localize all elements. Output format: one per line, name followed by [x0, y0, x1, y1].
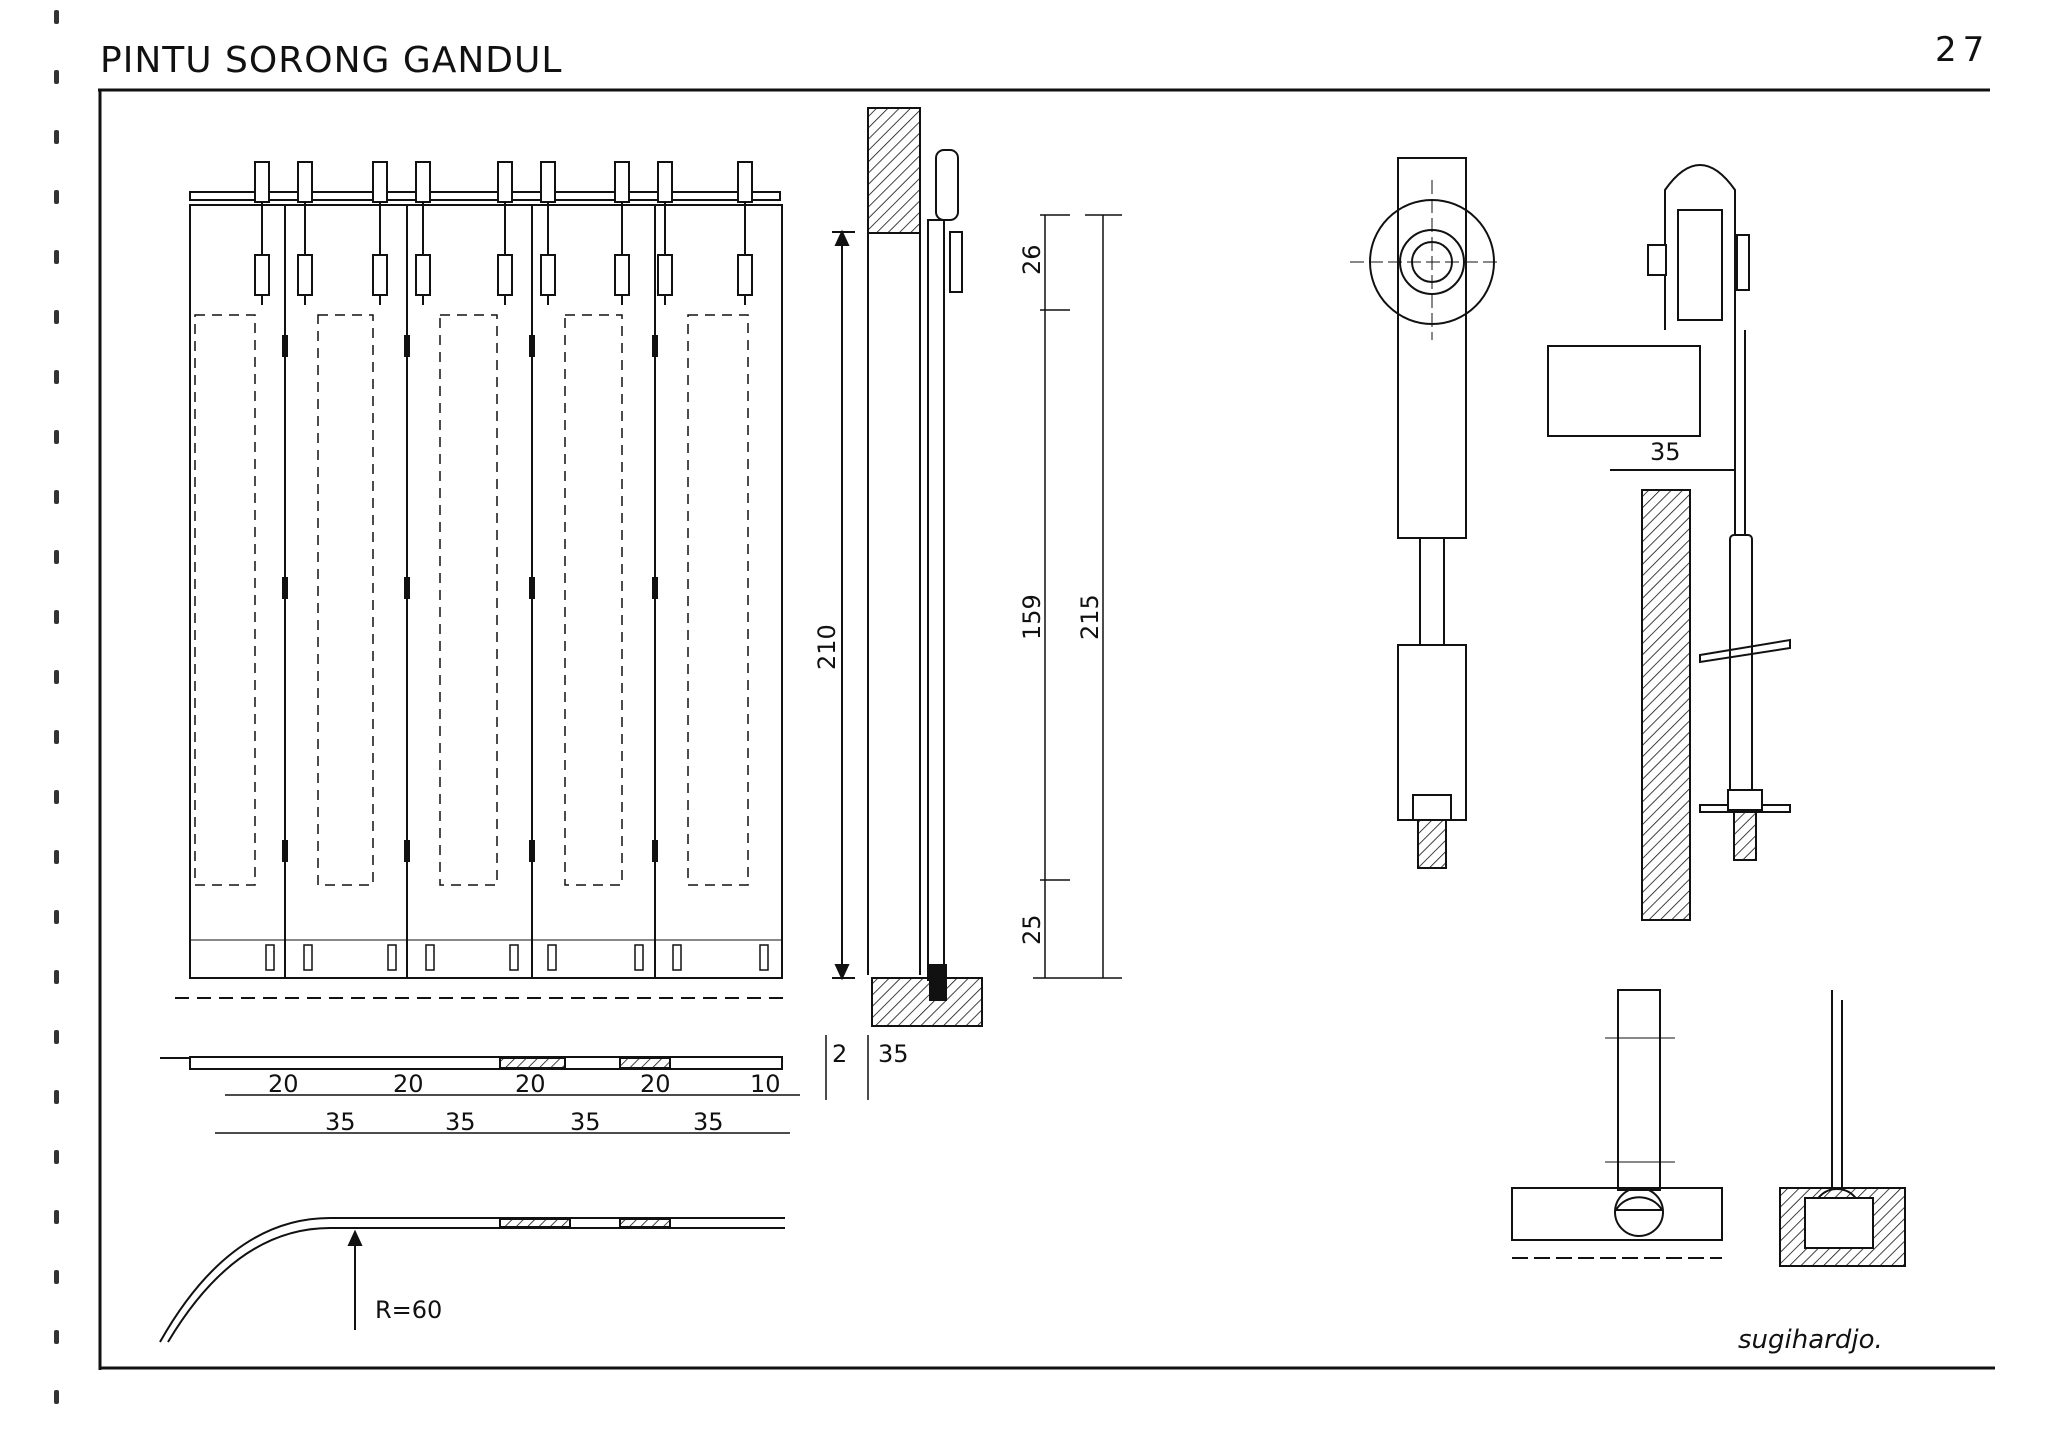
plan-view	[160, 1056, 783, 1070]
spacing-label: 35	[570, 1108, 601, 1136]
side-section	[832, 107, 983, 1027]
plan-width-labels: 20 20 20 20 10 35 35 35 35 2 35	[268, 1040, 909, 1136]
page-title: PINTU SORONG GANDUL	[100, 40, 563, 81]
hanger	[497, 161, 513, 305]
hanger	[415, 161, 431, 305]
hanger	[540, 161, 556, 305]
radius-label: R=60	[375, 1296, 442, 1324]
hanger	[737, 161, 753, 305]
height-dimension-labels: 26 159 25 215	[1018, 244, 1104, 945]
hanger	[297, 161, 313, 305]
drawing-frame	[98, 88, 1995, 1370]
hanger	[657, 161, 673, 305]
spacing-label: 35	[445, 1108, 476, 1136]
curved-track	[159, 1217, 785, 1343]
spacing-label: 35	[693, 1108, 724, 1136]
binding-holes	[54, 10, 59, 1404]
signature: sugihardjo.	[1738, 1325, 1883, 1355]
width-label: 20	[393, 1070, 424, 1098]
height-top-label: 26	[1018, 244, 1046, 275]
height-dimension-lines	[1033, 214, 1122, 979]
bottom-label: 2	[832, 1040, 847, 1068]
width-label: 20	[515, 1070, 546, 1098]
bottom-guide-side	[1779, 990, 1906, 1267]
front-view	[175, 191, 785, 999]
height-middle-label: 159	[1018, 594, 1046, 640]
spacing-label: 35	[325, 1108, 356, 1136]
width-label: 20	[268, 1070, 299, 1098]
hanger	[614, 161, 630, 305]
offset-label: 35	[1650, 438, 1681, 466]
roller-detail-side	[1547, 164, 1791, 921]
door-height-label: 210	[813, 624, 841, 670]
height-total-label: 215	[1076, 594, 1104, 640]
plan-dimensions	[215, 1035, 869, 1134]
hanger-rollers	[254, 161, 753, 305]
hanger	[372, 161, 388, 305]
width-label: 20	[640, 1070, 671, 1098]
roller-detail-front	[1350, 157, 1500, 869]
bottom-label: 35	[878, 1040, 909, 1068]
height-bottom-label: 25	[1018, 914, 1046, 945]
page-number: 27	[1935, 30, 1991, 70]
hanger	[254, 161, 270, 305]
width-label: 10	[750, 1070, 781, 1098]
bottom-guide-front	[1511, 989, 1723, 1259]
